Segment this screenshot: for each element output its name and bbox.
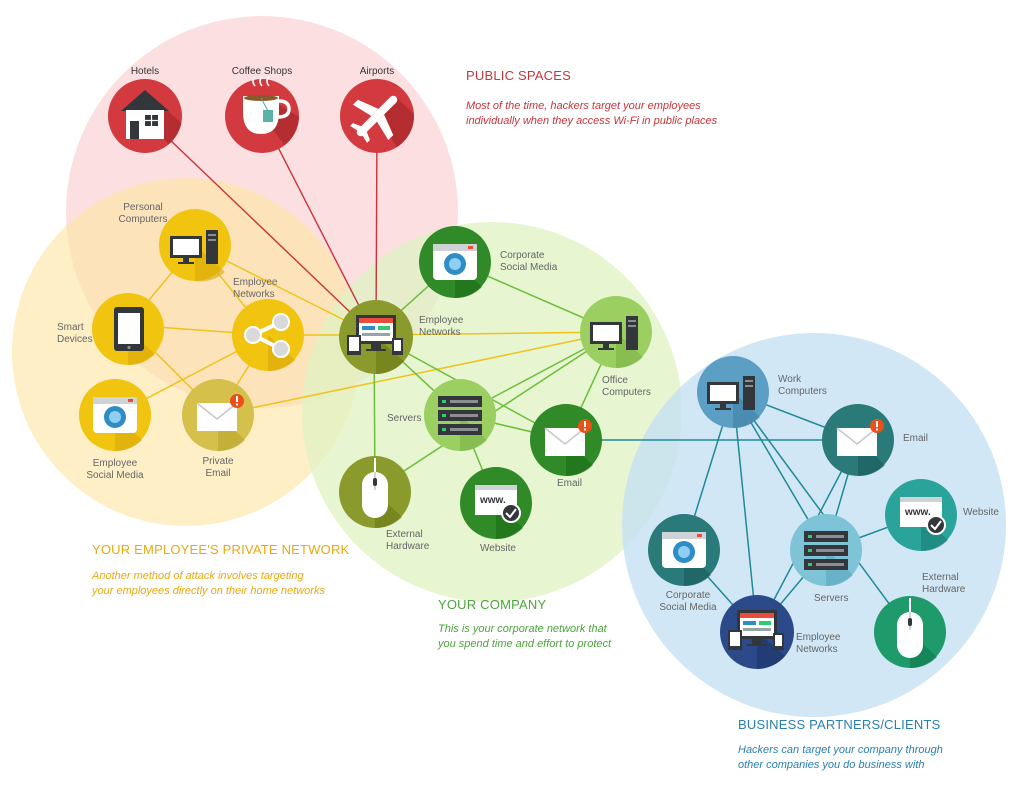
zone-desc-partners: Hackers can target your company through … [738,744,943,771]
envelope-alert-icon [196,394,244,431]
label-employee-networks-private: Employee Networks [233,277,278,300]
mouse-icon [897,597,923,658]
label-personal-computers: Personal Computers [118,202,168,225]
node-servers-partner[interactable] [790,514,862,587]
mouse-icon [362,458,388,518]
label-servers-partner: Servers [814,593,849,604]
node-personal-computers[interactable] [159,209,231,282]
desktop-computer-icon [170,230,218,264]
node-employee-networks-private[interactable] [232,299,304,372]
label-coffee-shops: Coffee Shops [231,66,293,77]
label-email-company: Email [557,478,583,489]
node-website-company[interactable]: www. [460,467,532,540]
envelope-alert-icon [836,419,884,456]
node-airports[interactable] [340,79,430,153]
node-hotels[interactable] [108,79,200,153]
camera-icon [433,244,477,280]
node-employee-networks-partner[interactable] [720,595,794,669]
www-checkmark-icon: www. [900,497,946,535]
camera-icon [662,532,706,568]
desktop-computer-icon [707,376,755,410]
label-employee-networks-center: Employee Networks [419,315,464,338]
zone-title-private: YOUR EMPLOYEE'S PRIVATE NETWORK [92,542,350,557]
label-corporate-social-media-partner: Corporate Social Media [659,590,717,613]
label-hotels: Hotels [130,66,160,77]
node-servers[interactable] [424,379,496,452]
zone-desc-company: This is your corporate network that you … [438,623,612,650]
label-external-hardware-partner: External Hardware [922,572,966,595]
node-email-company[interactable] [530,404,602,477]
label-corporate-social-media: Corporate Social Media [500,250,558,273]
node-email-partner[interactable] [822,404,894,477]
www-checkmark-icon: www. [475,485,521,523]
label-work-computers: Work Computers [778,374,827,397]
envelope-alert-icon [544,419,592,456]
camera-icon [93,397,137,433]
zone-title-public: PUBLIC SPACES [466,68,571,83]
label-website-company: Website [480,543,516,554]
node-website-partner[interactable]: www. [885,479,957,552]
server-rack-icon [438,396,482,435]
zone-title-partners: BUSINESS PARTNERS/CLIENTS [738,717,941,732]
node-employee-social-media[interactable] [79,379,151,452]
zone-desc-private: Another method of attack involves target… [92,570,325,597]
svg-text:www.: www. [904,507,931,518]
node-employee-networks-center[interactable] [339,300,413,374]
house-icon [121,90,169,139]
svg-text:www.: www. [479,495,506,506]
node-external-hardware[interactable] [339,456,411,529]
label-website-partner: Website [963,507,999,518]
zone-desc-public: Most of the time, hackers target your em… [466,100,718,127]
label-smart-devices: Smart Devices [57,322,93,345]
tablet-icon [114,307,144,351]
label-servers: Servers [387,413,422,424]
node-office-computers[interactable] [580,296,652,369]
label-office-computers: Office Computers [602,375,651,398]
airplane-icon [350,95,398,143]
dashboard-screens-icon [728,610,784,650]
label-airports: Airports [359,66,395,77]
node-corporate-social-media[interactable] [419,226,491,299]
node-external-hardware-partner[interactable] [874,596,946,669]
label-private-email: Private Email [202,456,234,479]
label-employee-social-media: Employee Social Media [86,458,144,481]
dashboard-screens-icon [347,315,403,355]
node-corporate-social-media-partner[interactable] [648,514,720,587]
label-employee-networks-partner: Employee Networks [796,632,841,655]
node-work-computers[interactable] [697,356,769,429]
label-external-hardware: External Hardware [386,529,430,552]
server-rack-icon [804,531,848,570]
share-network-icon [244,313,290,358]
zone-title-company: YOUR COMPANY [438,597,547,612]
desktop-computer-icon [590,316,638,350]
node-coffee-shops[interactable] [225,76,320,153]
node-smart-devices[interactable] [92,293,164,366]
coffee-cup-icon [243,76,291,134]
label-email-partner: Email [903,433,929,444]
node-private-email[interactable] [182,379,254,452]
